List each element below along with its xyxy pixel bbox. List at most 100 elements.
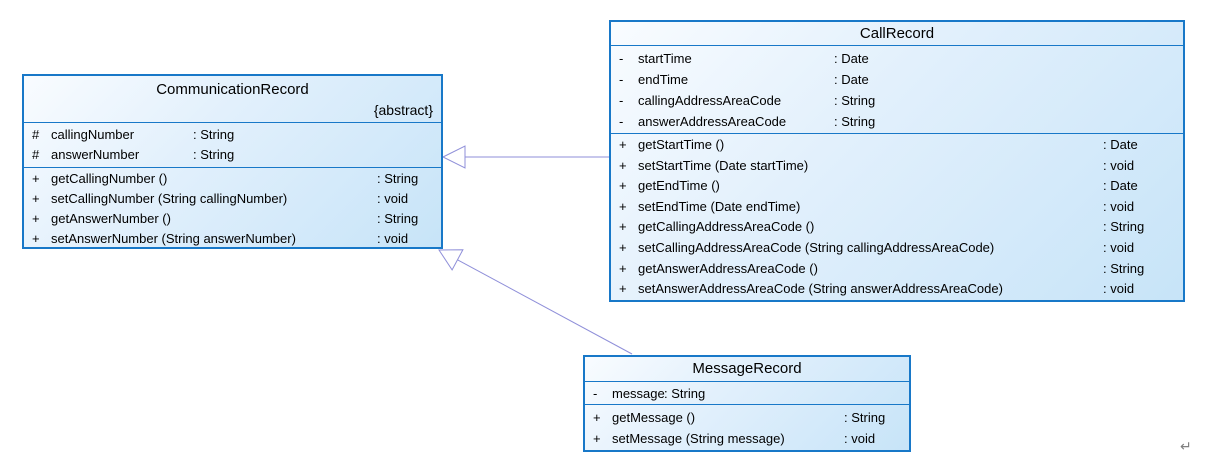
operation-name: getEndTime () xyxy=(638,178,720,194)
operation-return-type: : void xyxy=(1103,281,1135,297)
attribute-name: callingAddressAreaCode xyxy=(638,93,782,108)
class-title-compartment: CallRecord xyxy=(611,22,1183,45)
operation-name: setMessage (String message) xyxy=(612,431,785,446)
visibility-symbol: - xyxy=(619,114,624,129)
class-title-compartment: MessageRecord xyxy=(585,357,909,381)
operation-return-type: : Date xyxy=(1103,178,1138,194)
visibility-symbol: + xyxy=(32,211,40,226)
attribute-name: answerAddressAreaCode xyxy=(638,114,787,129)
visibility-symbol: + xyxy=(619,281,627,297)
abstract-stereotype: {abstract} xyxy=(373,102,433,118)
class-title: MessageRecord xyxy=(692,360,802,377)
operation-return-type: : String xyxy=(1103,260,1145,276)
operation-name: setCallingAddressAreaCode (String callin… xyxy=(638,239,995,255)
operation-name: setEndTime (Date endTime) xyxy=(638,198,801,214)
operation-name: setStartTime (Date startTime) xyxy=(638,157,809,173)
attribute-name: message xyxy=(612,386,665,401)
visibility-symbol: + xyxy=(619,219,627,235)
attribute-name: endTime xyxy=(638,72,689,87)
visibility-symbol: + xyxy=(593,431,601,446)
operation-row: + getMessage () : String xyxy=(585,407,909,428)
attribute-row: - answerAddressAreaCode : String xyxy=(611,111,1183,132)
visibility-symbol: + xyxy=(32,191,40,206)
visibility-symbol: + xyxy=(593,410,601,425)
attribute-type: : String xyxy=(664,386,706,401)
operation-row: + setStartTime (Date startTime) : void xyxy=(611,156,1183,177)
attribute-name: startTime xyxy=(638,51,692,66)
attributes-compartment: # callingNumber : String # answerNumber … xyxy=(24,122,441,167)
generalization-arrow-messagerecord xyxy=(438,249,633,355)
operation-row: + setCallingNumber (String callingNumber… xyxy=(24,189,441,209)
class-box-messagerecord: MessageRecord - message : String + getMe… xyxy=(583,355,911,452)
attributes-compartment: - message : String xyxy=(585,381,909,404)
attribute-name: answerNumber xyxy=(51,147,140,162)
operation-row: + getCallingNumber () : String xyxy=(24,169,441,189)
attribute-type: : String xyxy=(193,147,235,162)
attribute-type: : String xyxy=(834,93,876,108)
class-title-compartment: CommunicationRecord {abstract} xyxy=(24,76,441,122)
operation-row: + getAnswerAddressAreaCode () : String xyxy=(611,259,1183,280)
attribute-row: # answerNumber : String xyxy=(24,145,441,165)
operation-name: getAnswerNumber () xyxy=(51,211,171,226)
visibility-symbol: + xyxy=(619,157,627,173)
operation-return-type: : Date xyxy=(1103,137,1138,152)
visibility-symbol: - xyxy=(619,51,624,66)
operation-row: + getAnswerNumber () : String xyxy=(24,209,441,229)
class-title: CallRecord xyxy=(859,25,935,42)
operation-name: setCallingNumber (String callingNumber) xyxy=(51,191,288,206)
operation-name: getStartTime () xyxy=(638,137,725,152)
operation-row: + setMessage (String message) : void xyxy=(585,428,909,449)
visibility-symbol: - xyxy=(619,93,624,108)
visibility-symbol: + xyxy=(619,239,627,255)
operation-row: + getStartTime () : Date xyxy=(611,135,1183,156)
visibility-symbol: # xyxy=(32,127,40,142)
attribute-type: : String xyxy=(193,127,235,142)
class-box-communicationrecord: CommunicationRecord {abstract} # calling… xyxy=(22,74,443,249)
operation-name: setAnswerNumber (String answerNumber) xyxy=(51,231,296,246)
operation-row: + setCallingAddressAreaCode (String call… xyxy=(611,238,1183,259)
operations-compartment: + getMessage () : String + setMessage (S… xyxy=(585,404,909,449)
operation-row: + getCallingAddressAreaCode () : String xyxy=(611,217,1183,238)
attribute-type: : Date xyxy=(834,72,869,87)
visibility-symbol: + xyxy=(32,171,40,186)
attribute-name: callingNumber xyxy=(51,127,135,142)
visibility-symbol: + xyxy=(619,198,627,214)
operation-row: + setAnswerNumber (String answerNumber) … xyxy=(24,229,441,249)
operation-return-type: : String xyxy=(377,211,419,226)
operation-return-type: : void xyxy=(377,231,409,246)
operation-return-type: : void xyxy=(1103,239,1135,255)
operation-row: + setEndTime (Date endTime) : void xyxy=(611,197,1183,218)
operation-return-type: : String xyxy=(844,410,886,425)
visibility-symbol: + xyxy=(619,260,627,276)
generalization-arrow-callrecord xyxy=(441,145,609,169)
operations-compartment: + getCallingNumber () : String + setCall… xyxy=(24,167,441,249)
attribute-row: # callingNumber : String xyxy=(24,125,441,145)
operation-name: setAnswerAddressAreaCode (String answerA… xyxy=(638,281,1003,297)
operation-row: + setAnswerAddressAreaCode (String answe… xyxy=(611,279,1183,300)
operations-compartment: + getStartTime () : Date + setStartTime … xyxy=(611,133,1183,300)
operation-name: getCallingNumber () xyxy=(51,171,168,186)
operation-name: getMessage () xyxy=(612,410,696,425)
visibility-symbol: + xyxy=(32,231,40,246)
visibility-symbol: - xyxy=(593,386,598,401)
operation-return-type: : String xyxy=(1103,219,1145,235)
attribute-row: - callingAddressAreaCode : String xyxy=(611,90,1183,111)
visibility-symbol: + xyxy=(619,137,627,152)
class-box-callrecord: CallRecord - startTime : Date - endTime … xyxy=(609,20,1185,302)
visibility-symbol: + xyxy=(619,178,627,194)
attribute-row: - message : String xyxy=(585,383,909,404)
operation-return-type: : void xyxy=(1103,198,1135,214)
operation-return-type: : void xyxy=(1103,157,1135,173)
operation-row: + getEndTime () : Date xyxy=(611,176,1183,197)
attribute-row: - endTime : Date xyxy=(611,69,1183,90)
visibility-symbol: # xyxy=(32,147,40,162)
operation-name: getCallingAddressAreaCode () xyxy=(638,219,815,235)
visibility-symbol: - xyxy=(619,72,624,87)
attribute-row: - startTime : Date xyxy=(611,48,1183,69)
attribute-type: : String xyxy=(834,114,876,129)
operation-name: getAnswerAddressAreaCode () xyxy=(638,260,818,276)
operation-return-type: : void xyxy=(844,431,876,446)
attribute-type: : Date xyxy=(834,51,869,66)
operation-return-type: : String xyxy=(377,171,419,186)
operation-return-type: : void xyxy=(377,191,409,206)
